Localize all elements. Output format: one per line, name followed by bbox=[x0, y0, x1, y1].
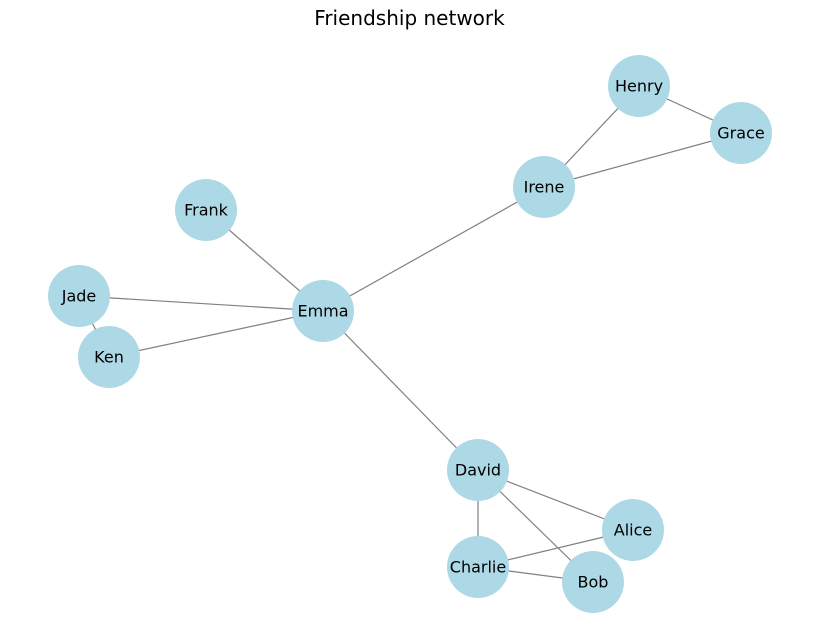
node-circle-frank bbox=[175, 179, 237, 241]
node-label-alice: Alice bbox=[614, 521, 652, 540]
node-label-irene: Irene bbox=[524, 178, 565, 197]
node-charlie: Charlie bbox=[447, 536, 509, 598]
node-emma: Emma bbox=[292, 280, 354, 342]
edge-emma-david bbox=[322, 310, 479, 471]
node-label-frank: Frank bbox=[184, 201, 229, 220]
node-label-bob: Bob bbox=[578, 573, 609, 592]
node-henry: Henry bbox=[608, 55, 670, 117]
node-circle-irene bbox=[513, 156, 575, 218]
node-circle-ken bbox=[78, 326, 140, 388]
node-label-jade: Jade bbox=[61, 287, 97, 306]
node-circle-david bbox=[447, 439, 509, 501]
node-frank: Frank bbox=[175, 179, 237, 241]
node-label-grace: Grace bbox=[717, 124, 764, 143]
diagram-title: Friendship network bbox=[314, 6, 505, 30]
node-circle-emma bbox=[292, 280, 354, 342]
node-label-charlie: Charlie bbox=[450, 558, 506, 577]
node-circle-charlie bbox=[447, 536, 509, 598]
node-label-emma: Emma bbox=[297, 302, 348, 321]
node-alice: Alice bbox=[602, 499, 664, 561]
node-circle-henry bbox=[608, 55, 670, 117]
node-label-david: David bbox=[455, 461, 501, 480]
node-circle-alice bbox=[602, 499, 664, 561]
edge-grace-irene bbox=[543, 132, 742, 188]
node-irene: Irene bbox=[513, 156, 575, 218]
node-circle-bob bbox=[562, 551, 624, 613]
node-circle-grace bbox=[710, 102, 772, 164]
node-bob: Bob bbox=[562, 551, 624, 613]
edge-ken-emma bbox=[108, 310, 324, 358]
edge-irene-emma bbox=[322, 186, 545, 312]
node-circle-jade bbox=[48, 265, 110, 327]
node-label-henry: Henry bbox=[615, 77, 663, 96]
node-label-ken: Ken bbox=[94, 348, 124, 367]
node-grace: Grace bbox=[710, 102, 772, 164]
nodes-layer: HenryGraceIreneFrankJadeEmmaKenDavidAlic… bbox=[48, 55, 772, 613]
node-jade: Jade bbox=[48, 265, 110, 327]
node-ken: Ken bbox=[78, 326, 140, 388]
edge-jade-emma bbox=[78, 295, 324, 312]
node-david: David bbox=[447, 439, 509, 501]
